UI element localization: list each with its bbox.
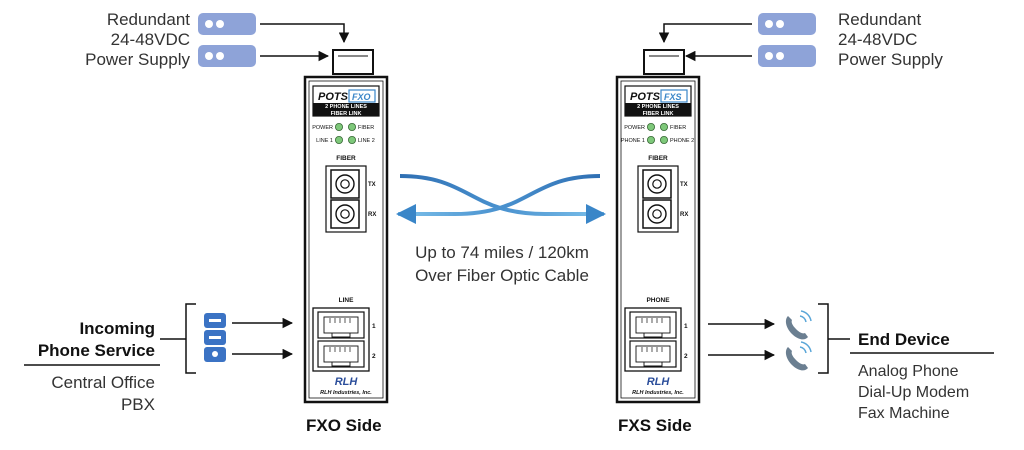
- tx-label: TX: [680, 182, 688, 188]
- led-fiber: [347, 123, 356, 132]
- port2-label: 2: [684, 353, 688, 360]
- power-line-arrow: [658, 23, 752, 44]
- sc-connector-icon: [330, 169, 360, 199]
- fiber-port-label: FIBER: [648, 155, 668, 162]
- fxo-unit: POTS FXO 2 PHONE LINES FIBER LINK POWER …: [303, 49, 389, 404]
- led-label-line2: LINE 2: [358, 138, 375, 144]
- bracket: [818, 303, 829, 374]
- psu-label-right: Redundant 24-48VDC Power Supply: [838, 10, 943, 69]
- phone-port-label: PHONE: [646, 297, 670, 304]
- line-port-label: LINE: [339, 297, 354, 304]
- sc-connector-icon: [642, 169, 672, 199]
- brand-pots: POTS: [318, 91, 349, 103]
- power-supply-icon: [198, 13, 256, 35]
- phone-lines-label: 2 PHONE LINES: [325, 104, 367, 110]
- rlh-logo: RLH: [335, 376, 359, 388]
- fiber-link-label: FIBER LINK: [331, 111, 362, 117]
- sc-connector-icon: [642, 199, 672, 229]
- fxs-side-label: FXS Side: [618, 416, 692, 435]
- maker-label: RLH Industries, Inc.: [320, 390, 372, 396]
- fiber-distance-caption: Up to 74 miles / 120km Over Fiber Optic …: [415, 243, 589, 285]
- psu-label-left: Redundant 24-48VDC Power Supply: [85, 10, 190, 69]
- fiber-strand: [396, 174, 601, 224]
- phone-icon: [785, 310, 812, 340]
- incoming-sources: Central Office PBX: [51, 373, 155, 414]
- power-supply-icon: [758, 45, 816, 67]
- led-label-power: POWER: [624, 125, 645, 131]
- fiber-link: [396, 174, 606, 224]
- fiber-link-label: FIBER LINK: [643, 111, 674, 117]
- power-supply-icon: [198, 45, 256, 67]
- server-icon: [204, 313, 226, 362]
- led-line2: [347, 135, 356, 144]
- led-label-fiber: FIBER: [358, 125, 374, 131]
- rj11-jack-icon: [317, 340, 365, 368]
- fxo-side-label: FXO Side: [306, 416, 382, 435]
- end-device-list: Analog Phone Dial-Up Modem Fax Machine: [858, 363, 970, 422]
- brand-type: FXS: [664, 92, 682, 102]
- port2-label: 2: [372, 353, 376, 360]
- fxs-unit: POTS FXS 2 PHONE LINES FIBER LINK POWER …: [615, 49, 701, 404]
- led-label-power: POWER: [312, 125, 333, 131]
- led-label-phone2: PHONE 2: [670, 138, 694, 144]
- rx-label: RX: [368, 212, 376, 218]
- rj11-jack-icon: [629, 340, 677, 368]
- brand-type: FXO: [352, 92, 371, 102]
- led-power: [647, 123, 656, 132]
- end-device-title: End Device: [858, 330, 950, 349]
- led-label-fiber: FIBER: [670, 125, 686, 131]
- power-line-arrow: [260, 23, 350, 44]
- fiber-strand: [399, 174, 606, 224]
- power-supply-icon: [758, 13, 816, 35]
- led-label-line1: LINE 1: [316, 138, 333, 144]
- rx-label: RX: [680, 212, 688, 218]
- maker-label: RLH Industries, Inc.: [632, 390, 684, 396]
- bracket: [185, 303, 196, 374]
- incoming-title: Incoming Phone Service: [37, 319, 155, 360]
- led-label-phone1: PHONE 1: [621, 138, 645, 144]
- port1-label: 1: [684, 323, 688, 330]
- led-phone1: [647, 135, 656, 144]
- brand-pots: POTS: [630, 91, 661, 103]
- port1-label: 1: [372, 323, 376, 330]
- led-line1: [334, 135, 343, 144]
- led-fiber: [660, 123, 669, 132]
- sc-connector-icon: [330, 199, 360, 229]
- rj11-jack-icon: [629, 311, 677, 339]
- fiber-port-label: FIBER: [336, 155, 356, 162]
- rlh-logo: RLH: [647, 376, 671, 388]
- led-phone2: [660, 135, 669, 144]
- tx-label: TX: [368, 182, 376, 188]
- led-power: [334, 123, 343, 132]
- rj11-jack-icon: [317, 311, 365, 339]
- phone-lines-label: 2 PHONE LINES: [637, 104, 679, 110]
- phone-icon: [785, 341, 812, 371]
